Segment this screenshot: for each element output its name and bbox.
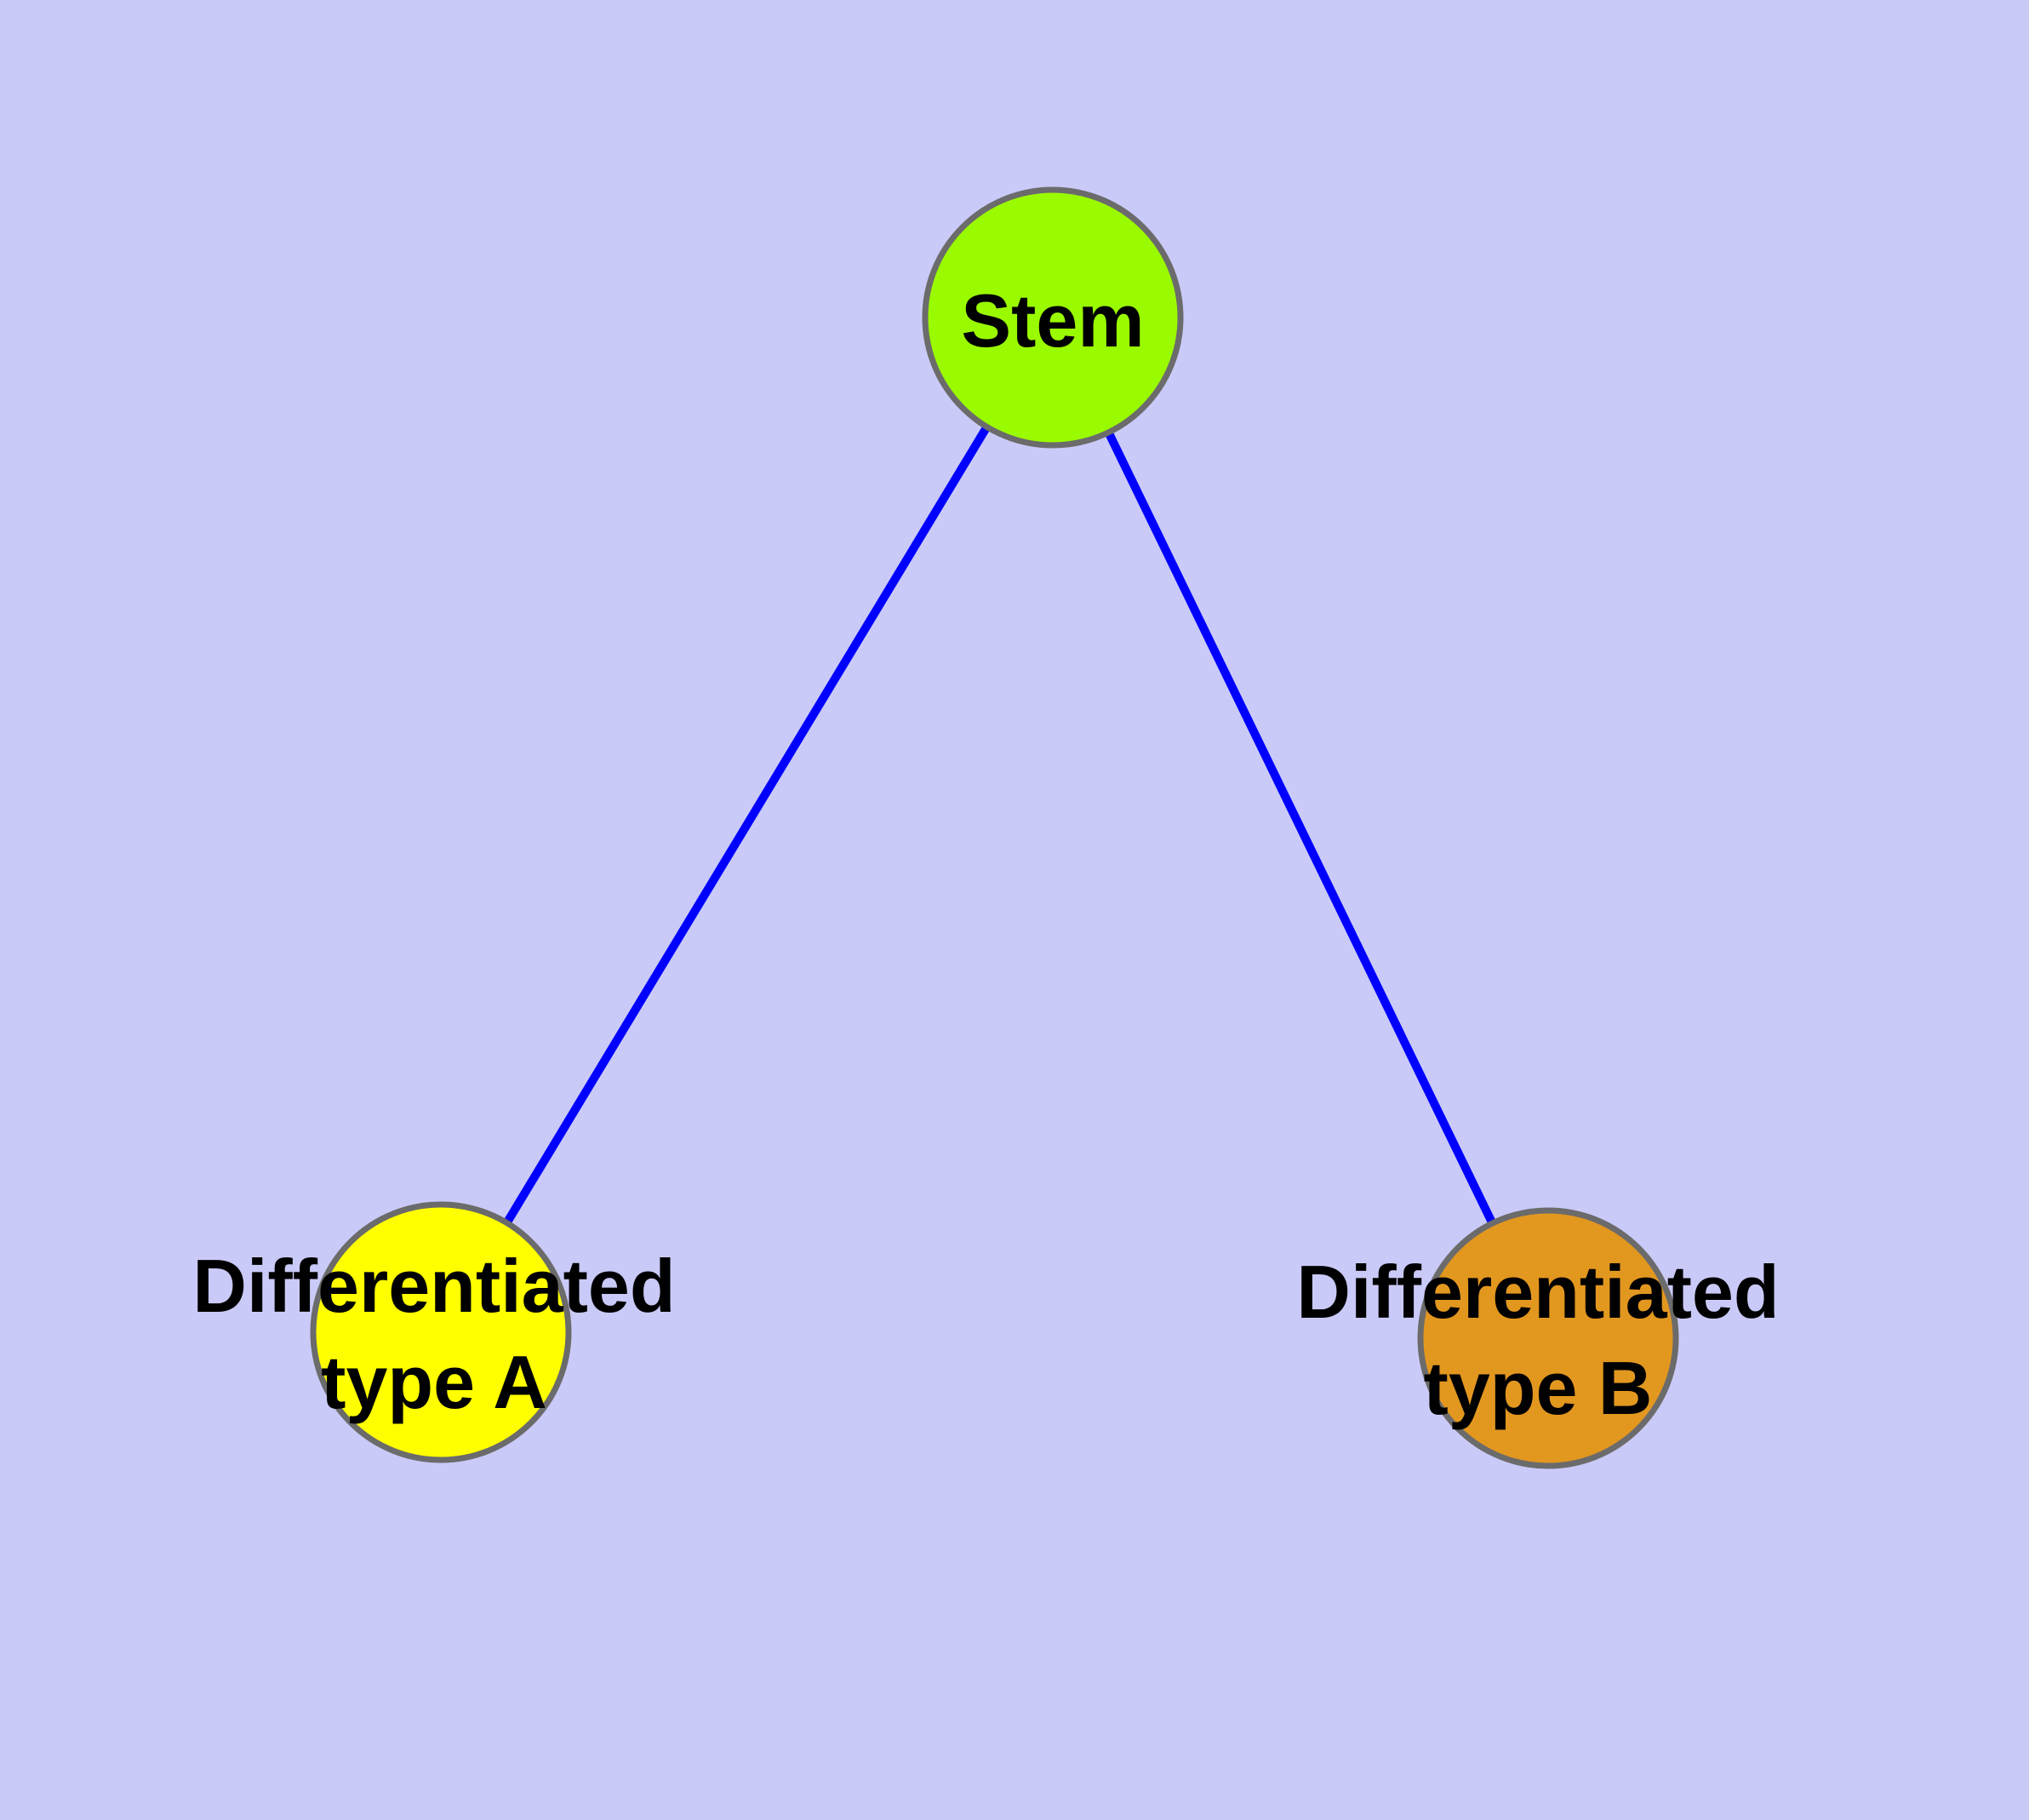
node-label-type-a-line2: type A [321, 1340, 547, 1424]
node-label-stem: Stem [961, 278, 1144, 363]
edge-stem-to-type-a [437, 313, 1057, 1336]
edge-stem-to-type-b [1049, 313, 1552, 1342]
node-stem [922, 186, 1184, 449]
node-label-type-b-line1: Differentiated [1296, 1250, 1779, 1334]
node-differentiated-type-b [1417, 1207, 1679, 1469]
node-label-type-a-line1: Differentiated [192, 1244, 675, 1328]
node-label-type-b-line2: type B [1424, 1346, 1653, 1430]
node-differentiated-type-a [310, 1201, 572, 1463]
